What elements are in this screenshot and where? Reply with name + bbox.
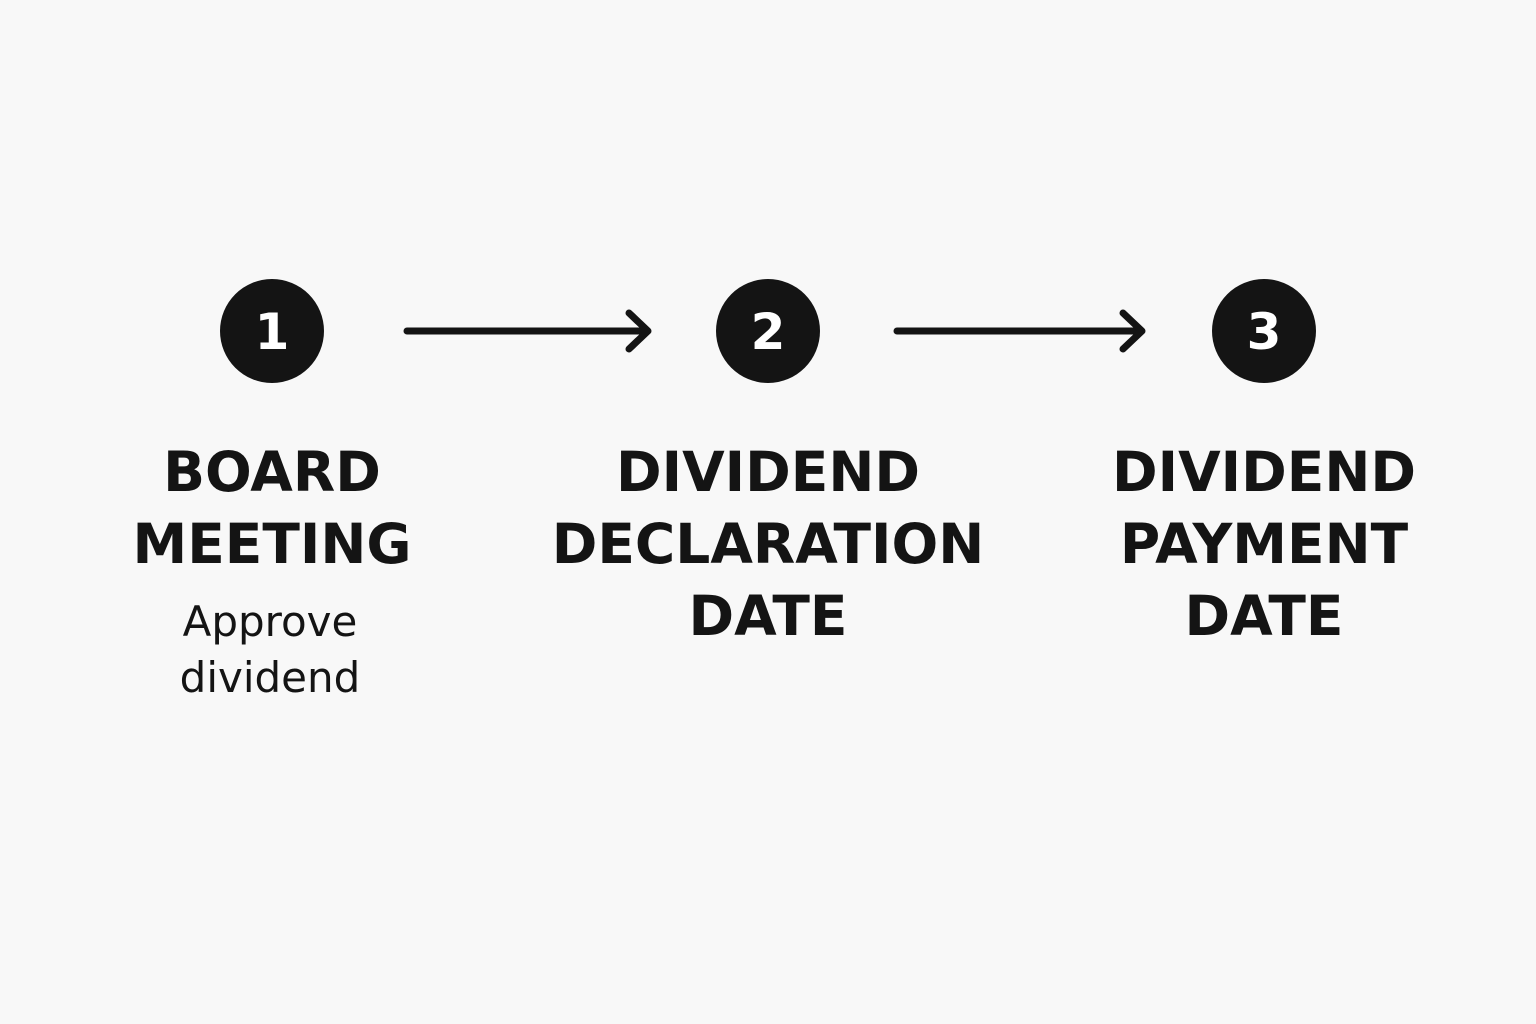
step-3-title-line: DATE bbox=[1184, 584, 1344, 648]
right-arrow-icon bbox=[893, 309, 1146, 353]
step-3-title-line: PAYMENT bbox=[1119, 512, 1409, 576]
step-2-title-line: DATE bbox=[688, 584, 848, 648]
step-1-description: Approve dividend bbox=[70, 594, 470, 706]
step-3-title: DIVIDEND PAYMENT DATE bbox=[1014, 436, 1514, 652]
step-1-circle: 1 bbox=[220, 279, 324, 383]
step-1-description-line: dividend bbox=[179, 653, 361, 702]
step-2-title: DIVIDEND DECLARATION DATE bbox=[518, 436, 1018, 652]
step-1-number: 1 bbox=[254, 303, 290, 361]
step-3-number: 3 bbox=[1246, 303, 1282, 361]
step-3-circle: 3 bbox=[1212, 279, 1316, 383]
step-2-title-line: DECLARATION bbox=[551, 512, 985, 576]
step-1-title: BOARD MEETING bbox=[22, 436, 522, 580]
step-2-title-line: DIVIDEND bbox=[615, 440, 921, 504]
step-1-description-line: Approve bbox=[182, 597, 358, 646]
step-1-title-line: BOARD bbox=[163, 440, 381, 504]
step-2-circle: 2 bbox=[716, 279, 820, 383]
step-2-number: 2 bbox=[750, 303, 786, 361]
step-1-title-line: MEETING bbox=[132, 512, 412, 576]
right-arrow-icon bbox=[403, 309, 652, 353]
step-3-title-line: DIVIDEND bbox=[1111, 440, 1417, 504]
